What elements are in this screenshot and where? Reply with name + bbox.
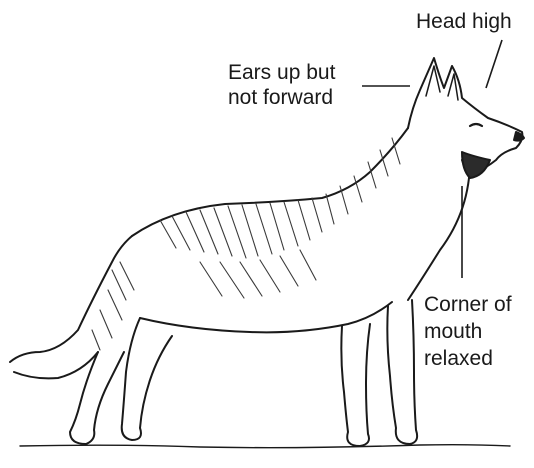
rear-leg-left (70, 352, 124, 444)
eye (470, 124, 482, 126)
head-high-pointer (486, 40, 502, 88)
ground-line (20, 445, 510, 448)
mouth-label-line1: Corner of (424, 293, 512, 317)
chest-outline (408, 160, 470, 300)
ears-label-line1: Ears up but (228, 61, 335, 85)
rear-leg-right (122, 318, 172, 440)
tail (10, 236, 132, 378)
mouth-label-line2: mouth (424, 320, 482, 344)
belly-outline (140, 302, 392, 332)
ears-label-line2: not forward (228, 86, 333, 110)
front-leg-right (387, 300, 417, 444)
front-leg-left (341, 324, 370, 446)
mouth (462, 152, 490, 178)
mouth-label-line3: relaxed (424, 347, 493, 371)
saddle-shading (92, 138, 400, 350)
head-high-label: Head high (416, 10, 512, 34)
